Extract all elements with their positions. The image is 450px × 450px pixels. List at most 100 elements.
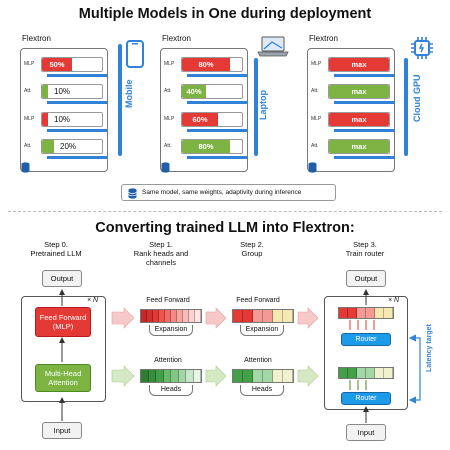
step0-header: Step 0. Pretrained LLM	[30, 240, 82, 258]
channel-segment	[178, 370, 186, 382]
layer-bar-fill	[329, 140, 389, 153]
layer-label: Att.	[311, 88, 319, 94]
database-icon	[21, 160, 30, 178]
channel-segment	[252, 310, 263, 322]
layer-label: MLP	[164, 61, 175, 67]
arrow-step2-step3-ff	[297, 307, 319, 329]
channel-segment	[272, 310, 283, 322]
layer-bar-value: 80%	[198, 142, 214, 151]
database-icon	[308, 160, 317, 178]
layer-bar-fill	[329, 113, 389, 126]
channel-segment	[177, 310, 183, 322]
layer-bar-fill	[42, 85, 48, 98]
step2-att-grouped	[232, 369, 294, 383]
channel-segment	[186, 370, 194, 382]
legend-box: Same model, same weights, adaptivity dur…	[121, 184, 336, 201]
phone-icon	[126, 40, 144, 73]
channel-segment	[356, 308, 366, 318]
channel-segment	[141, 370, 149, 382]
channel-segment	[233, 310, 243, 322]
channel-segment	[159, 310, 165, 322]
channel-segment	[339, 308, 348, 318]
step2-ff-sub: Expansion	[240, 325, 284, 336]
panel-title-2: Flextron	[309, 34, 338, 43]
layer-bar: 80%	[181, 57, 243, 72]
bottom-title: Converting trained LLM into Flextron:	[95, 220, 355, 236]
channel-segment	[242, 370, 253, 382]
channel-segment	[189, 310, 195, 322]
connector-line	[47, 156, 107, 159]
channel-segment	[347, 368, 357, 378]
step1-ff-sub: Expansion	[149, 325, 193, 336]
layer-bar-fill	[42, 58, 72, 71]
layer-label: MLP	[311, 116, 322, 122]
channel-segment	[156, 370, 164, 382]
connector-line	[334, 156, 394, 159]
step1-ff-label: Feed Forward	[146, 297, 190, 304]
channel-segment	[263, 310, 273, 322]
layer-bar-value: max	[351, 87, 367, 96]
channel-segment	[242, 310, 253, 322]
layer-bar: 60%	[181, 112, 243, 127]
section-divider	[8, 211, 442, 212]
database-icon	[161, 160, 170, 178]
layer-bar: 40%	[181, 84, 243, 99]
connector-line	[334, 74, 394, 77]
channel-segment	[347, 308, 357, 318]
channel-segment	[171, 370, 179, 382]
chip-icon	[410, 36, 434, 65]
step2-header: Step 2. Group	[240, 240, 264, 258]
step0-input-box: Input	[42, 422, 82, 439]
layer-bar-fill	[182, 58, 230, 71]
layer-bar-value: 10%	[54, 87, 71, 96]
step0-times-n: × N	[87, 297, 99, 304]
channel-segment	[148, 370, 156, 382]
layer-label: Att.	[164, 88, 172, 94]
channel-segment	[252, 370, 263, 382]
connector-line	[187, 74, 247, 77]
layer-bar-fill	[182, 113, 218, 126]
channel-segment	[147, 310, 153, 322]
channel-segment	[339, 368, 348, 378]
connector-line	[187, 101, 247, 104]
step3-block: × N Router Router	[324, 296, 408, 410]
layer-bar: max	[328, 112, 390, 127]
layer-bar-fill	[42, 113, 48, 126]
layer-label: MLP	[24, 61, 35, 67]
router-arrows-ff	[349, 320, 375, 330]
channel-segment	[141, 310, 147, 322]
step0-output-box: Output	[42, 270, 82, 287]
channel-segment	[374, 308, 384, 318]
channel-segment	[171, 310, 177, 322]
step3-ff-grouped	[338, 307, 394, 319]
step3-output-box: Output	[346, 270, 386, 287]
channel-segment	[165, 310, 171, 322]
step0-block: × N Feed Forward (MLP) Multi-Head Attent…	[21, 296, 106, 402]
channel-segment	[163, 370, 171, 382]
step1-att-label: Attention	[154, 357, 182, 364]
channel-segment	[384, 308, 393, 318]
channel-segment	[374, 368, 384, 378]
step1-att-sub: Heads	[149, 385, 193, 396]
layer-bar: max	[328, 84, 390, 99]
router-arrows-att	[349, 380, 367, 390]
channel-segment	[283, 310, 293, 322]
step2-att-sub: Heads	[240, 385, 284, 396]
connector-line	[187, 156, 247, 159]
layer-label: MLP	[311, 61, 322, 67]
layer-bar-value: max	[351, 142, 367, 151]
connector-line	[334, 129, 394, 132]
channel-segment	[153, 310, 159, 322]
layer-label: Att.	[24, 143, 32, 149]
layer-bar: 20%	[41, 139, 103, 154]
layer-bar-fill	[42, 140, 54, 153]
layer-label: Att.	[164, 143, 172, 149]
step1-header: Step 1. Rank heads and channels	[133, 240, 189, 267]
legend-text: Same model, same weights, adaptivity dur…	[142, 189, 302, 196]
layer-bar-fill	[182, 140, 230, 153]
latency-bracket	[414, 337, 421, 401]
